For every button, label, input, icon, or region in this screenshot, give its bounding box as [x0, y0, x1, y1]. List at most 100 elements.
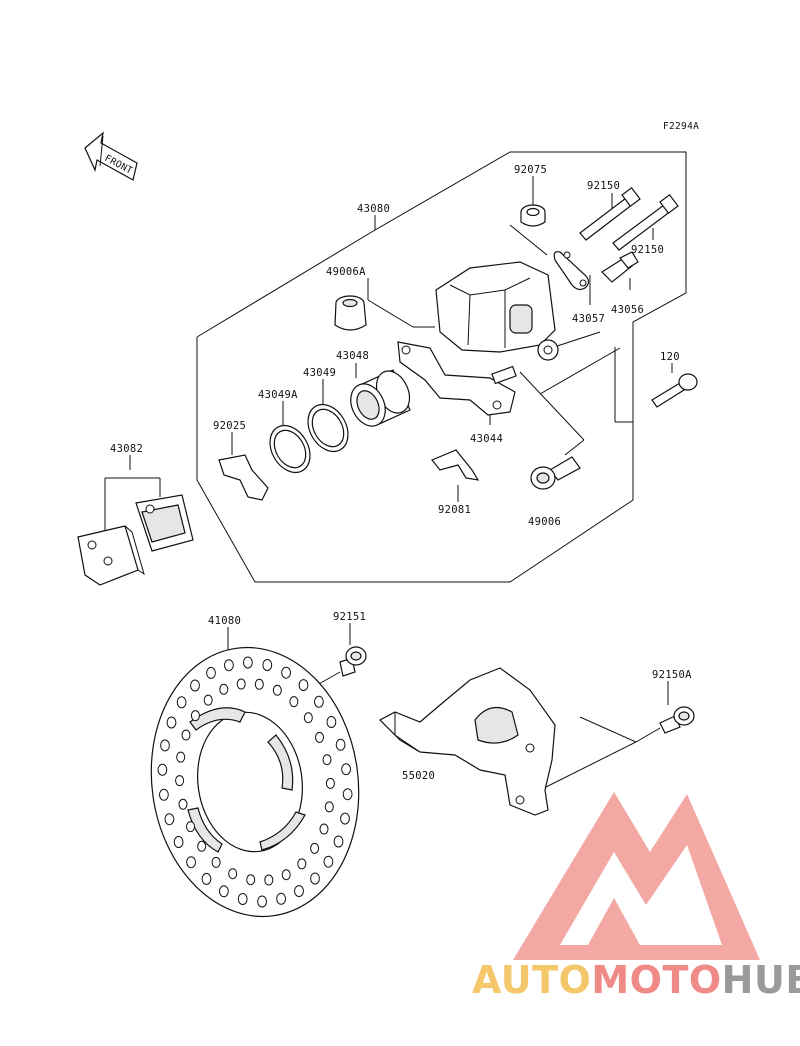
label-43057: 43057 [572, 313, 605, 325]
label-43056: 43056 [611, 304, 644, 316]
label-92075: 92075 [514, 164, 547, 176]
label-92150-upper: 92150 [587, 180, 620, 192]
disc-vent-hole [341, 763, 352, 776]
watermark-part-1: AUTO [472, 958, 592, 1002]
bolt-92151 [339, 646, 367, 677]
disc-vent-hole [322, 754, 332, 766]
disc-vent-hole [228, 868, 238, 880]
disc-vent-hole [219, 885, 229, 898]
label-92150-lower: 92150 [631, 244, 664, 256]
disc-vent-hole [178, 798, 188, 810]
disc-vent-hole [203, 694, 213, 706]
disc-vent-hole [276, 892, 287, 905]
label-41080: 41080 [208, 615, 241, 627]
label-120: 120 [660, 351, 680, 363]
disc-vent-hole [324, 801, 334, 813]
label-49006: 49006 [528, 516, 561, 528]
label-49006A: 49006A [326, 266, 366, 278]
disc-vent-hole [323, 855, 334, 868]
caliper-assembly-outline [196, 151, 687, 583]
label-55020: 55020 [402, 770, 435, 782]
bracket-55020 [379, 667, 556, 816]
disc-vent-hole [236, 678, 246, 690]
disc-vent-hole [224, 659, 234, 672]
disc-vent-hole [298, 679, 309, 692]
disc-vent-hole [190, 710, 200, 722]
disc-vent-hole [294, 885, 304, 898]
front-arrow-icon: FRONT [84, 131, 138, 181]
disc-vent-hole [246, 874, 256, 886]
label-92151: 92151 [333, 611, 366, 623]
disc-vent-hole [325, 777, 335, 789]
link-43057 [553, 251, 590, 291]
disc-vent-hole [176, 696, 187, 709]
label-43044: 43044 [470, 433, 503, 445]
disc-vent-hole [333, 835, 344, 848]
caliper-body [435, 261, 559, 361]
spring-92025 [218, 454, 269, 501]
disc-vent-hole [160, 739, 170, 752]
disc-vent-hole [310, 842, 320, 854]
disc-vent-hole [303, 712, 313, 724]
pin-92150-upper [579, 186, 641, 241]
disc-vent-hole [310, 872, 320, 885]
disc-vent-hole [342, 788, 353, 801]
bleeder-43056 [601, 251, 639, 283]
figure-code: F2294A [663, 121, 699, 132]
label-43082: 43082 [110, 443, 143, 455]
seal-43049 [307, 403, 349, 453]
disc-vent-hole [164, 813, 175, 826]
watermark-text: AUTOMOTOHUB [472, 958, 800, 1002]
disc-vent-hole [264, 874, 274, 886]
label-43049: 43049 [303, 367, 336, 379]
disc-vent-hole [281, 869, 291, 881]
disc-vent-hole [190, 679, 200, 692]
disc-vent-hole [281, 666, 292, 679]
label-92150A: 92150A [652, 669, 692, 681]
disc-vent-hole [181, 729, 191, 741]
disc-vent-hole [176, 751, 186, 763]
label-43049A: 43049A [258, 389, 298, 401]
disc-vent-hole [340, 812, 350, 825]
bolt-49006 [530, 456, 581, 490]
disc-vent-hole [272, 684, 282, 696]
disc-vent-hole [254, 678, 264, 690]
bracket-43044 [397, 341, 517, 416]
part-labels: 43080 92075 92150 92150 49006A 43057 430… [110, 164, 692, 782]
disc-vent-hole [314, 695, 324, 708]
disc-vent-hole [173, 836, 184, 848]
disc-vent-hole [326, 716, 337, 728]
watermark-logo-icon [513, 792, 760, 960]
disc-vent-hole [157, 763, 168, 776]
disc-vent-hole [159, 788, 169, 801]
label-92081: 92081 [438, 504, 471, 516]
brake-disc-41080 [150, 646, 360, 918]
disc-vent-hole [289, 696, 299, 708]
disc-vent-hole [315, 731, 324, 743]
disc-vent-hole [297, 858, 307, 870]
disc-vent-hole [206, 666, 216, 679]
disc-vent-hole [257, 895, 268, 908]
boot-92075 [520, 204, 546, 227]
watermark-part-2: MOTO [591, 958, 722, 1002]
disc-vent-hole [262, 659, 273, 671]
clip-92081 [431, 449, 480, 481]
disc-vent-hole [243, 656, 253, 669]
disc-vent-hole [166, 716, 177, 729]
disc-vent-hole [175, 775, 185, 787]
disc-vent-hole [335, 738, 346, 751]
disc-vent-hole [237, 893, 248, 905]
watermark-part-3: HUB [721, 958, 800, 1002]
label-92025: 92025 [213, 420, 246, 432]
bolt-120 [651, 373, 698, 408]
label-43048: 43048 [336, 350, 369, 362]
disc-vent-hole [201, 872, 212, 885]
disc-vent-hole [219, 683, 229, 695]
disc-vent-hole [211, 856, 221, 868]
label-43080: 43080 [357, 203, 390, 215]
boot-49006A [334, 295, 367, 331]
bolt-92150A [659, 706, 695, 734]
disc-vent-hole [186, 856, 197, 869]
